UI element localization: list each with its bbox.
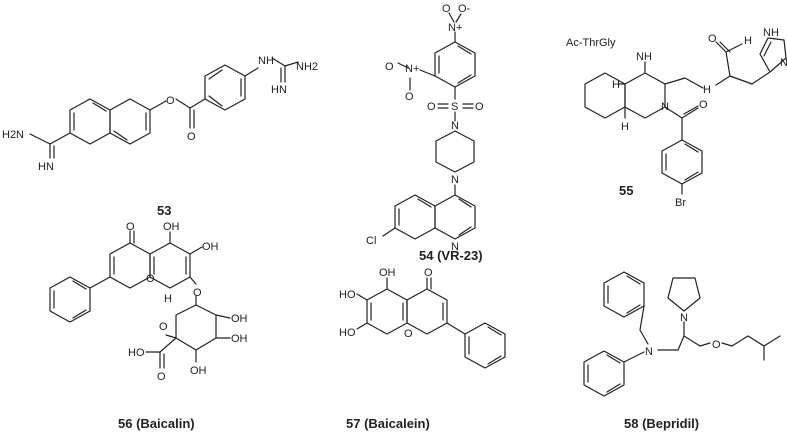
compound-57-caption: 57 (Baicalein) [346,416,430,431]
compound-57-atom-label: OH [379,267,396,279]
compound-56-structure [49,230,231,369]
compound-54-atom-label: Cl [366,235,376,247]
compound-55-atom-label: O [708,33,717,45]
compound-56-atom-label: OH [202,241,219,253]
compound-55-atom-label: NH [636,51,652,63]
compound-55-atom-label: H [703,84,711,96]
compound-53-atom-label: HN [38,161,54,173]
compound-54-atom-label: O [475,101,484,113]
compound-56-atom-label: OH [190,365,207,377]
compound-58-structure [583,271,781,397]
compound-56-atom-label: O [146,273,155,285]
compound-54-atom-label: N [451,174,459,186]
compound-56-atom-label: OH [231,313,248,325]
compound-54-structure [382,12,476,240]
compound-54-atom-label: O- [458,3,471,15]
compound-56-atom-label: O [193,287,202,299]
compound-57-structure [356,277,506,369]
compound-53-atom-label: O [187,131,196,143]
compound-55-atom-label: H [744,35,752,47]
compound-56-atom-label: O [126,221,135,233]
compound-54-caption: 54 (VR-23) [419,248,483,263]
compound-54-atom-label: N [451,241,459,253]
compound-56-atom-label: O [157,371,166,383]
compound-55-structure [584,37,787,195]
compound-57-atom-label: O [404,328,413,340]
compound-53-atom-label: O [166,95,175,107]
compound-54-atom-label: O [442,3,451,15]
compound-53-atom-label: NH [258,55,274,67]
compound-54-atom-label: O [427,101,436,113]
compound-54-atom-label: O [405,91,414,103]
compound-57-atom-label: O [424,267,433,279]
compound-55-caption: 55 [619,183,633,198]
compound-55-atom-label: H [621,121,629,133]
compound-55-atom-label: Br [675,197,686,209]
compound-53-atom-label: HN [271,84,287,96]
compound-58-caption: 58 (Bepridil) [624,416,699,431]
compound-53-structure [29,57,299,159]
compound-56-atom-label: OH [231,333,248,345]
compound-54-atom-label: N [451,120,459,132]
compound-54-atom-label: N+ [405,63,419,75]
compound-56-atom-label: HO [128,347,145,359]
compound-57-atom-label: HO [339,289,356,301]
compound-56-caption: 56 (Baicalin) [118,416,195,431]
compound-55-atom-label: NH [763,27,779,39]
compound-54-atom-label: S [451,101,458,113]
compound-53-atom-label: NH2 [296,61,318,73]
compound-54-atom-label: O [385,61,394,73]
compound-55-atom-label: N [780,57,787,69]
compound-55-atom-label: O [699,99,708,111]
compound-55-atom-label: Ac-ThrGly [566,37,616,49]
compound-56-atom-label: OH [163,221,180,233]
compound-55-atom-label: N [661,101,669,113]
compound-53-caption: 53 [157,203,171,218]
compound-58-atom-label: N [645,346,653,358]
compound-57-atom-label: HO [339,327,356,339]
compound-53-atom-label: H2N [2,129,24,141]
compound-56-atom-label: O [159,321,168,333]
compound-56-atom-label: H [164,293,172,305]
compound-54-atom-label: N+ [448,22,462,34]
compound-55-atom-label: H [612,79,620,91]
compound-58-atom-label: O [712,339,721,351]
compound-58-atom-label: N [680,312,688,324]
